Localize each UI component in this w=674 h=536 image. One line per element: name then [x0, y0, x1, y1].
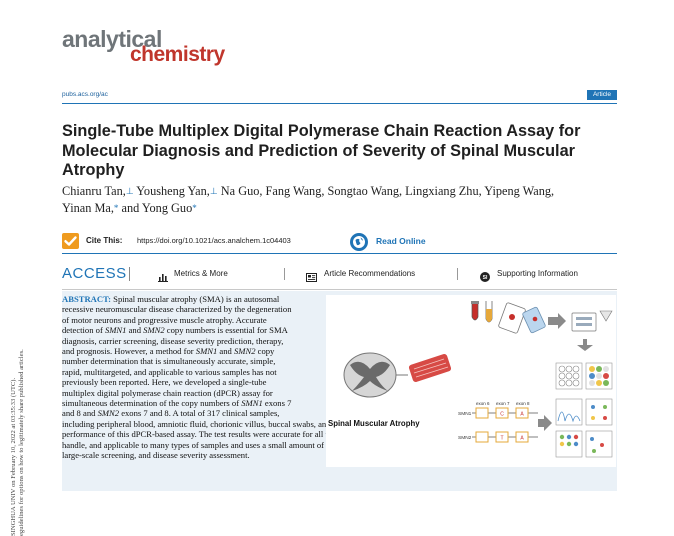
watermark-line-2: eguidelines for options on how to legiti… [18, 349, 25, 536]
logo-word-analytical: analytical [62, 26, 162, 52]
abstract-line: rapid, multitargeted, and applicable to … [62, 366, 277, 377]
logo-word-chemistry: chemistry [130, 43, 225, 66]
corresponding-author-mark[interactable]: * [113, 203, 119, 213]
cite-this-label: Cite This: [86, 236, 123, 245]
gene-label: SMN1 [458, 411, 472, 417]
nucleotide-label: A [520, 412, 524, 418]
left-arrow-icon [538, 415, 552, 431]
download-watermark: SINGHUA UNIV on February 10, 2022 at 03:… [10, 276, 26, 536]
journal-bar: pubs.acs.org/ac Article [62, 90, 617, 102]
abstract-line: including peripheral blood, amniotic flu… [62, 418, 499, 429]
down-arrow-icon [577, 339, 593, 351]
abstract-line: performance of this dPCR-based assay. Th… [62, 429, 521, 440]
author-names: Na Guo, Fang Wang, Songtao Wang, Lingxia… [217, 184, 555, 198]
author-list: Chianru Tan,⊥ Yousheng Yan,⊥ Na Guo, Fan… [62, 183, 622, 217]
abstract-line: number determination that is simultaneou… [62, 356, 276, 367]
abstract-line: handle, and applicable to many types of … [62, 439, 523, 450]
article-title: Single-Tube Multiplex Digital Polymerase… [62, 122, 581, 179]
result-plots [555, 398, 613, 458]
supporting-info-icon[interactable]: SI [480, 269, 490, 287]
abstract-fragment: exons 7 and 8. A total of 317 clinical s… [119, 408, 280, 419]
access-label: ACCESS [62, 265, 127, 282]
droplet-grid [555, 362, 613, 390]
abstract-fragment: Spinal muscular atrophy (SMA) is an auto… [111, 294, 280, 304]
abstract-text: ABSTRACT: Spinal muscular atrophy (SMA) … [62, 294, 617, 461]
abstract-divider [62, 289, 617, 290]
gene-name: SMN2 [97, 408, 120, 419]
corresponding-author-mark[interactable]: * [192, 203, 197, 213]
equal-contribution-mark[interactable]: ⊥ [125, 186, 134, 196]
author-name[interactable]: Chianru Tan, [62, 184, 126, 198]
journal-logo[interactable]: analytical chemistry [62, 26, 262, 68]
abstract-line: multiplex digital polymerase chain react… [62, 387, 273, 398]
abstract-fragment: and 8 and [62, 408, 98, 419]
si-badge-text: SI [483, 275, 488, 281]
abstract-line: previously been reported. Here, we devel… [62, 377, 267, 388]
abstract-heading: ABSTRACT: [62, 294, 112, 304]
gene-name: SMN1 [195, 346, 218, 357]
gene-label: SMN2 [458, 435, 472, 441]
abstract-line: ABSTRACT: Spinal muscular atrophy (SMA) … [62, 294, 279, 304]
author-name[interactable]: and Yong Guo [118, 201, 193, 215]
author-name[interactable]: Yousheng Yan, [133, 184, 210, 198]
exon-label: exon 8 [516, 401, 530, 406]
author-name[interactable]: Yinan Ma, [62, 201, 114, 215]
abstract-fragment: copy numbers is essential for SMA [164, 325, 288, 336]
toc-illustration: exon 6 exon 7 exon 8 SMN1 C A SMN2 T A [343, 301, 613, 458]
journal-url-link[interactable]: pubs.acs.org/ac [62, 91, 108, 98]
abstract-line: recessive neuromuscular disease characte… [62, 304, 292, 315]
doi-link[interactable]: https://doi.org/10.1021/acs.analchem.1c0… [137, 236, 291, 245]
spinal-cord-icon [343, 352, 408, 398]
supporting-information-link[interactable]: Supporting Information [497, 269, 578, 278]
metrics-more-link[interactable]: Metrics & More [174, 269, 228, 278]
abstract-line: of motor neurons and progressive muscle … [62, 314, 267, 325]
abstract-line: diagnosis, carrier screening, disease se… [62, 335, 284, 346]
toc-caption: Spinal Muscular Atrophy [328, 419, 420, 428]
abstract-line: large-scale screening, and disease sever… [62, 450, 250, 461]
abstract-fragment: copy [255, 346, 275, 357]
abstract-line: and prognosis. However, a method for SMN… [62, 346, 274, 356]
abstract-fragment: and [126, 325, 144, 336]
nucleotide-label: C [500, 412, 504, 418]
access-bar: ACCESS Metrics & More Article Recommenda… [62, 265, 617, 287]
toc-graphic[interactable]: exon 6 exon 7 exon 8 SMN1 C A SMN2 T A [326, 295, 616, 467]
article-type-badge: Article [586, 90, 617, 100]
recommendations-icon[interactable] [306, 269, 317, 287]
abstract-fragment: simultaneous determination of the copy n… [62, 398, 242, 409]
gene-schematic: exon 6 exon 7 exon 8 SMN1 C A SMN2 T A [458, 401, 538, 443]
read-online-icon[interactable] [350, 233, 368, 251]
gene-name: SMN2 [234, 346, 256, 357]
abstract-line: detection of SMN1 and SMN2 copy numbers … [62, 325, 288, 335]
access-separator [129, 267, 130, 281]
exon-label: exon 7 [496, 401, 510, 406]
checkmark-icon [62, 233, 79, 249]
gene-name: SMN2 [143, 325, 165, 336]
abstract-fragment: and [217, 346, 234, 357]
gene-name: SMN1 [241, 398, 263, 409]
equal-contribution-mark[interactable]: ⊥ [209, 186, 218, 196]
cite-divider [62, 253, 617, 254]
exon-label: exon 6 [476, 401, 490, 406]
access-divider [284, 268, 285, 280]
abstract-fragment: and prognosis. However, a method for [62, 346, 196, 357]
abstract-fragment: exons 7 [262, 398, 292, 409]
abstract-line: and 8 and SMN2 exons 7 and 8. A total of… [62, 408, 279, 418]
cite-bar: Cite This: https://doi.org/10.1021/acs.a… [62, 232, 617, 251]
abstract-fragment: detection of [62, 325, 105, 336]
access-divider [457, 268, 458, 280]
watermark-line-1: SINGHUA UNIV on February 10, 2022 at 03:… [10, 377, 17, 536]
nucleotide-label: A [520, 436, 524, 442]
abstract-line: simultaneous determination of the copy n… [62, 398, 291, 408]
nucleotide-label: T [500, 436, 503, 442]
read-online-link[interactable]: Read Online [376, 236, 426, 246]
article-recommendations-link[interactable]: Article Recommendations [324, 269, 416, 278]
gene-name: SMN1 [104, 325, 127, 336]
header-divider [62, 103, 617, 104]
muscle-icon [408, 354, 452, 382]
sample-tubes-icon [471, 301, 613, 334]
bar-chart-icon[interactable] [158, 269, 168, 287]
